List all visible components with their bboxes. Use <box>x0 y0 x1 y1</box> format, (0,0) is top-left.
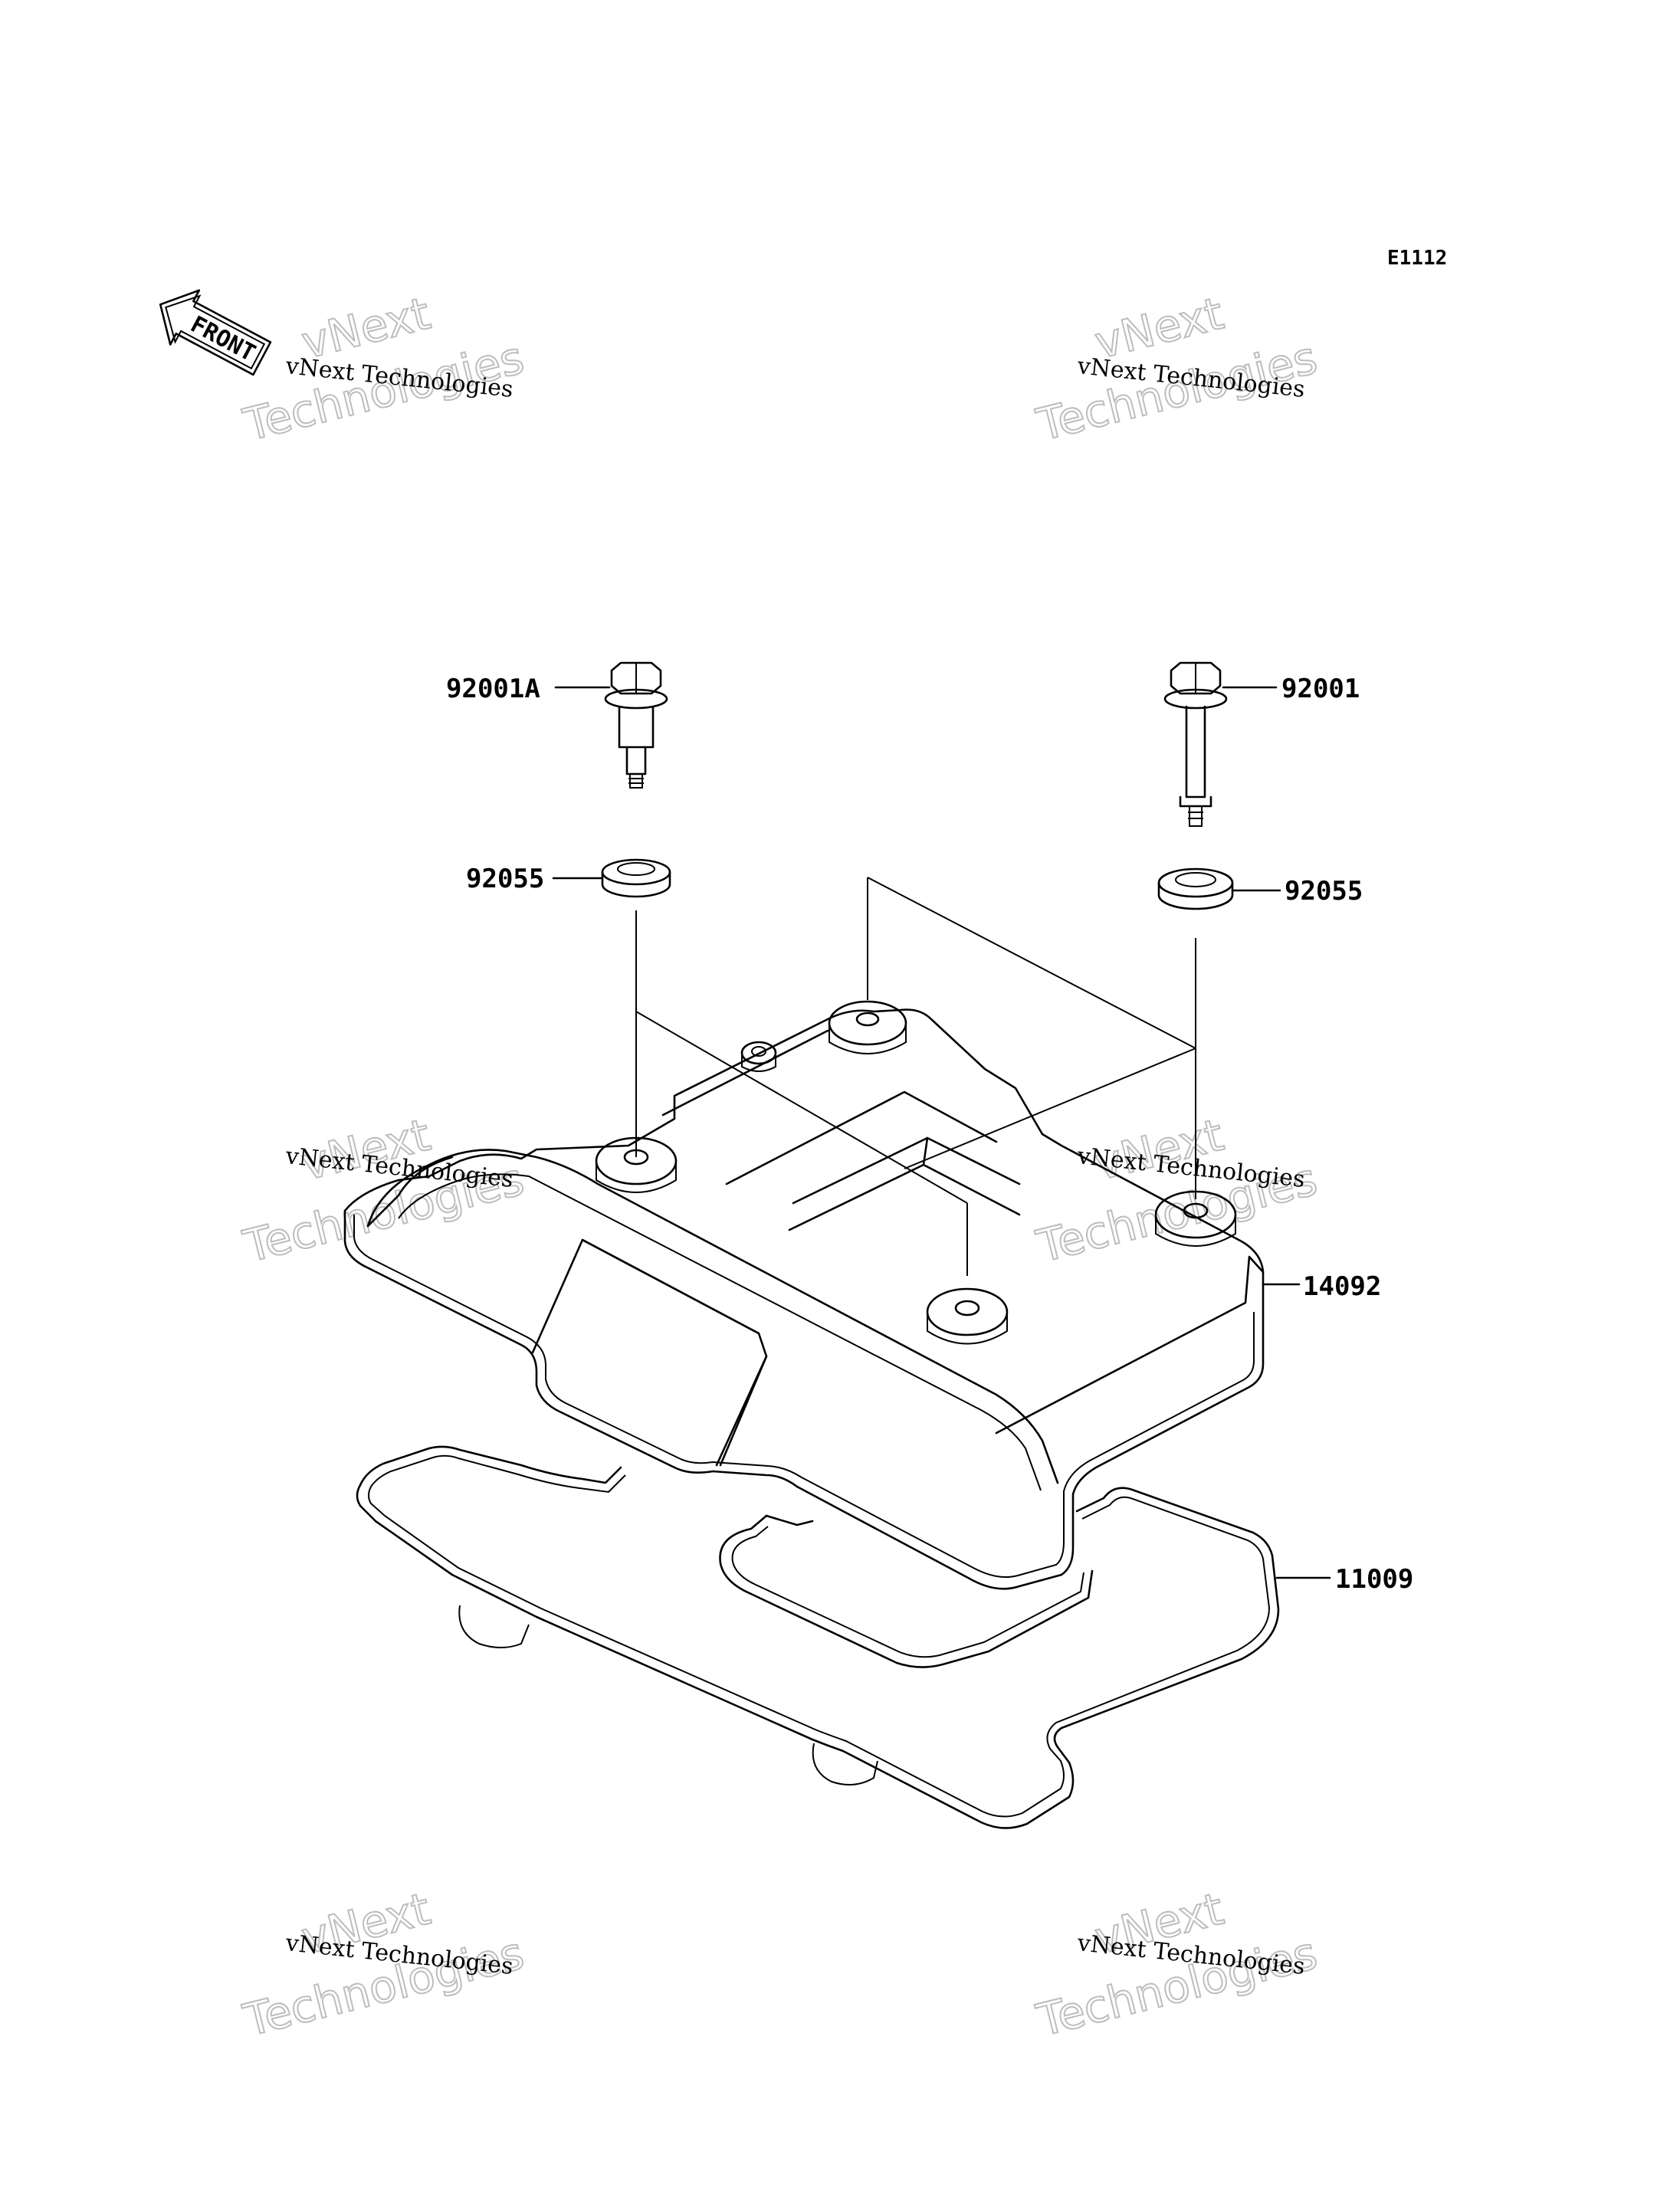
watermark-bottom-right: vNext Technologies vNext Technologies <box>1031 1882 1323 2048</box>
front-arrow-icon: FRONT <box>159 289 272 376</box>
label-washer-left[interactable]: 92055 <box>466 864 544 894</box>
washer-right-icon[interactable] <box>1157 867 1234 910</box>
label-gasket[interactable]: 11009 <box>1335 1564 1413 1595</box>
watermark-top-left: vNext Technologies vNext Technologies <box>238 287 530 452</box>
label-bolt-left[interactable]: 92001A <box>446 674 540 704</box>
label-washer-right[interactable]: 92055 <box>1285 876 1363 907</box>
label-bolt-right[interactable]: 92001 <box>1281 674 1360 704</box>
watermark-bottom-left: vNext Technologies vNext Technologies <box>238 1882 530 2048</box>
gasket-icon[interactable] <box>356 1445 1280 1829</box>
watermark-mid-left: vNext Technologies vNext Technologies <box>238 1108 530 1274</box>
watermark-top-right: vNext Technologies vNext Technologies <box>1031 287 1323 452</box>
watermark-mid-right: vNext Technologies vNext Technologies <box>1031 1108 1323 1274</box>
cylinder-head-cover-icon[interactable] <box>343 1000 1265 1590</box>
bolt-left-icon[interactable] <box>604 661 668 789</box>
figure-code: E1112 <box>1387 247 1447 270</box>
label-cover[interactable]: 14092 <box>1303 1271 1381 1302</box>
washer-left-icon[interactable] <box>601 858 671 898</box>
bolt-right-icon[interactable] <box>1163 661 1228 827</box>
